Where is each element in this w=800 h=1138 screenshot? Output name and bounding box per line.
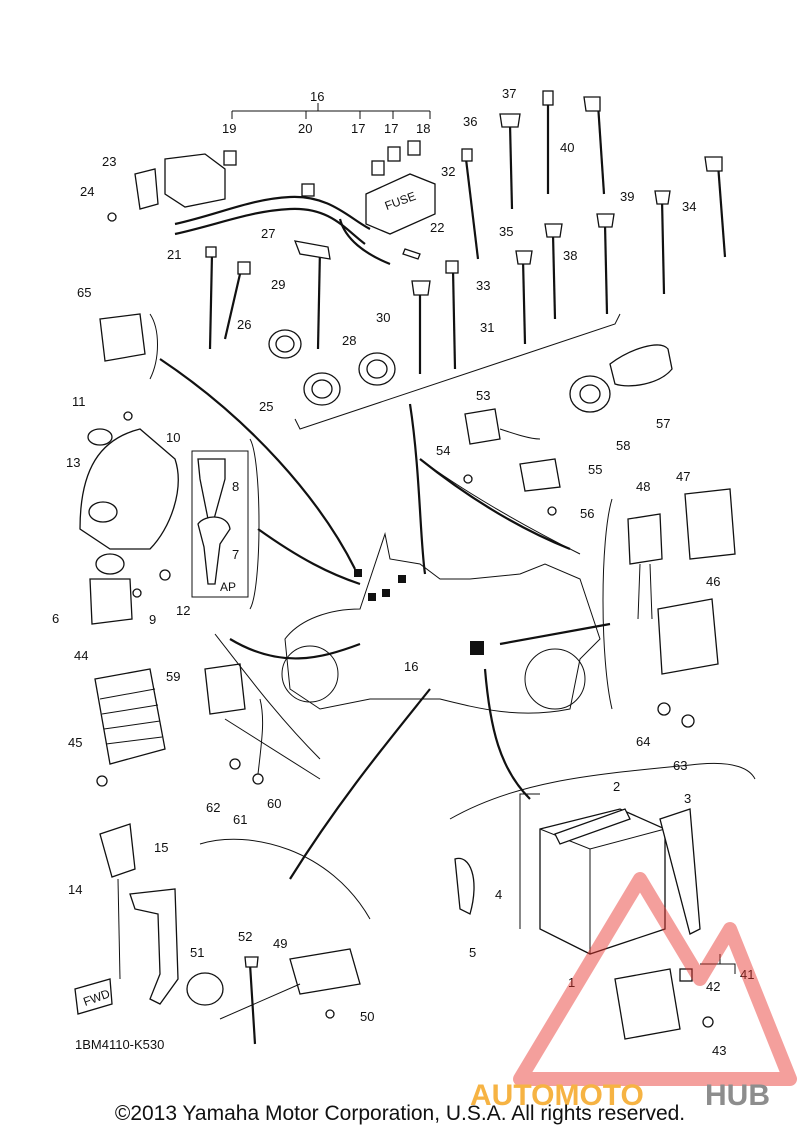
callout-57: 57 [656, 416, 670, 431]
bottom-left-components: FWD [74, 823, 371, 1045]
callout-64: 64 [636, 734, 650, 749]
callout-54: 54 [436, 443, 450, 458]
callouts: 1 2 3 4 5 6 7 8 9 10 11 12 13 14 15 16 1… [52, 86, 754, 1058]
callout-17: 17 [351, 121, 365, 136]
callout-36: 36 [463, 114, 477, 129]
callout-19: 19 [222, 121, 236, 136]
right-components [419, 344, 736, 728]
callout-44: 44 [74, 648, 88, 663]
callout-20: 20 [298, 121, 312, 136]
motorcycle-outline [159, 358, 611, 880]
callout-52: 52 [238, 929, 252, 944]
callout-28: 28 [342, 333, 356, 348]
callout-53: 53 [476, 388, 490, 403]
callout-31: 31 [480, 320, 494, 335]
callout-50: 50 [360, 1009, 374, 1024]
callout-58: 58 [616, 438, 630, 453]
callout-40: 40 [560, 140, 574, 155]
callout-47: 47 [676, 469, 690, 484]
callout-7: 7 [232, 547, 239, 562]
callout-11: 11 [72, 394, 86, 409]
battery-group [449, 762, 756, 1040]
top-harness-group: FUSE [107, 90, 727, 430]
callout-26: 26 [237, 317, 251, 332]
callout-33: 33 [476, 278, 490, 293]
callout-9: 9 [149, 612, 156, 627]
watermark-part1: AUTOMOTO [470, 1079, 644, 1112]
main-harness-marker [470, 641, 484, 655]
callout-23: 23 [102, 154, 116, 169]
callout-2: 2 [613, 779, 620, 794]
ignition-group: AP [79, 313, 260, 625]
callout-41: 41 [740, 967, 754, 982]
watermark-logo [513, 872, 797, 1086]
callout-27: 27 [261, 226, 275, 241]
callout-6: 6 [52, 611, 59, 626]
callout-18: 18 [416, 121, 430, 136]
callout-4: 4 [495, 887, 502, 902]
callout-38: 38 [563, 248, 577, 263]
callout-12: 12 [176, 603, 190, 618]
callout-17b: 17 [384, 121, 398, 136]
callout-29: 29 [271, 277, 285, 292]
callout-61: 61 [233, 812, 247, 827]
watermark-part2: HUB [705, 1079, 770, 1112]
callout-13: 13 [66, 455, 80, 470]
callout-51: 51 [190, 945, 204, 960]
callout-60: 60 [267, 796, 281, 811]
callout-59: 59 [166, 669, 180, 684]
callout-25: 25 [259, 399, 273, 414]
callout-42: 42 [706, 979, 720, 994]
callout-16b: 16 [404, 659, 418, 674]
callout-55: 55 [588, 462, 602, 477]
callout-39: 39 [620, 189, 634, 204]
callout-37: 37 [502, 86, 516, 101]
callout-56: 56 [580, 506, 594, 521]
callout-48: 48 [636, 479, 650, 494]
callout-30: 30 [376, 310, 390, 325]
callout-22: 22 [430, 220, 444, 235]
callout-35: 35 [499, 224, 513, 239]
left-mid-components [94, 633, 321, 787]
callout-49: 49 [273, 936, 287, 951]
callout-10: 10 [166, 430, 180, 445]
callout-43: 43 [712, 1043, 726, 1058]
callout-46: 46 [706, 574, 720, 589]
callout-14: 14 [68, 882, 82, 897]
callout-65: 65 [77, 285, 91, 300]
callout-45: 45 [68, 735, 82, 750]
callout-8: 8 [232, 479, 239, 494]
callout-15: 15 [154, 840, 168, 855]
callout-34: 34 [682, 199, 696, 214]
callout-32: 32 [441, 164, 455, 179]
callout-16: 16 [310, 89, 324, 104]
callout-5: 5 [469, 945, 476, 960]
callout-63: 63 [673, 758, 687, 773]
ap-key-label: AP [220, 580, 236, 594]
callout-3: 3 [684, 791, 691, 806]
watermark: AUTOMOTO HUB [470, 872, 797, 1112]
callout-1: 1 [568, 975, 575, 990]
callout-21: 21 [167, 247, 181, 262]
reference-code: 1BM4110-K530 [75, 1037, 164, 1052]
callout-62: 62 [206, 800, 220, 815]
callout-24: 24 [80, 184, 94, 199]
copyright-footer: ©2013 Yamaha Motor Corporation, U.S.A. A… [114, 1102, 686, 1125]
